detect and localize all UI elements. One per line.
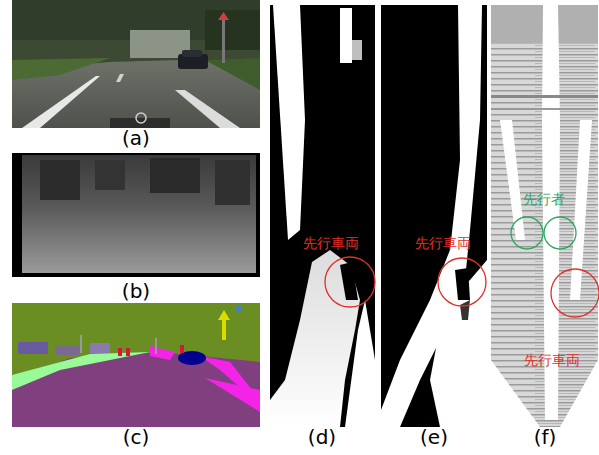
panel-label: (c) — [123, 426, 150, 449]
panel-label: (e) — [420, 426, 448, 449]
object-label: 先行車両 — [524, 352, 580, 368]
object-label: 先行者 — [523, 191, 565, 207]
grid-map-e — [381, 5, 487, 427]
depth-image — [12, 153, 260, 277]
object-label: 先行車両 — [415, 235, 471, 251]
panel-label: (d) — [308, 426, 336, 449]
panel-label: (f) — [534, 426, 557, 449]
panel-label: (a) — [122, 127, 150, 150]
grid-map-d — [270, 5, 375, 427]
panel-label: (b) — [122, 280, 150, 303]
object-label: 先行車両 — [303, 235, 359, 251]
segmentation-image — [12, 303, 260, 427]
camera-image — [12, 0, 260, 128]
grid-map-f — [491, 5, 599, 427]
